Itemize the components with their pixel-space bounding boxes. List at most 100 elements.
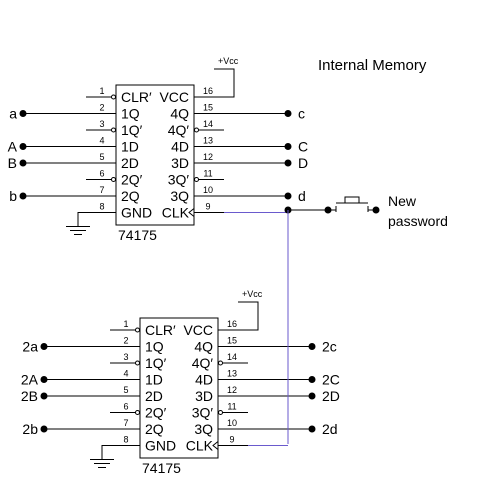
pin-name-13: 4D (171, 139, 189, 155)
pin-name-12: 3D (195, 388, 213, 404)
pin-number-3: 3 (99, 119, 104, 129)
input-label-b: b (9, 188, 17, 204)
pin-number-3: 3 (123, 352, 128, 362)
output-terminal-D (308, 392, 316, 400)
pin-number-8: 8 (99, 202, 104, 212)
input-terminal-A (19, 143, 27, 150)
pin-number-5: 5 (99, 152, 104, 162)
vcc-label: +Vcc (242, 289, 263, 299)
input-terminal-a (40, 343, 48, 350)
output-label-c: c (298, 106, 305, 122)
pin-number-10: 10 (227, 418, 237, 428)
output-label-d: d (298, 188, 306, 204)
pin-name-12: 3D (171, 155, 189, 171)
inversion-bubble-6 (111, 177, 116, 182)
pin-name-2: 1Q (145, 339, 164, 355)
pin-name-7: 2Q (145, 421, 164, 437)
input-label-A: 2A (21, 372, 39, 388)
output-label-C: 2C (322, 372, 340, 388)
input-label-a: a (9, 106, 17, 122)
pin-number-6: 6 (123, 402, 128, 412)
inversion-bubble-14 (194, 127, 199, 133)
output-terminal-C (284, 143, 292, 150)
inversion-bubble-1 (135, 327, 140, 333)
pin-name-5: 2D (145, 388, 163, 404)
output-terminal-d (284, 192, 292, 200)
pin-name-15: 4Q (170, 106, 189, 122)
pin-name-6: 2Q′ (145, 405, 167, 421)
chip-body (115, 84, 195, 226)
pin-name-13: 4D (195, 372, 213, 388)
pin-number-10: 10 (203, 185, 213, 195)
chip-body (139, 317, 219, 459)
pin-number-4: 4 (123, 369, 128, 379)
clock-triangle (212, 441, 219, 450)
diagram-title: Internal Memory (318, 57, 427, 74)
pin-name-16: VCC (183, 322, 213, 338)
ground-wire (77, 212, 86, 227)
pin-name-15: 4Q (194, 339, 213, 355)
input-label-B: B (8, 155, 17, 171)
pin-number-7: 7 (99, 185, 104, 195)
pin-number-4: 4 (99, 136, 104, 146)
pin-number-9: 9 (229, 435, 234, 445)
pin-name-10: 3Q (170, 188, 189, 204)
inversion-bubble-1 (111, 94, 116, 100)
input-terminal-B (40, 392, 48, 400)
output-terminal-c (284, 110, 292, 117)
inversion-bubble-3 (135, 360, 140, 366)
pin-number-12: 12 (227, 385, 237, 395)
clock-network: New password (284, 193, 448, 444)
vcc-wire (218, 301, 259, 331)
input-terminal-b (40, 425, 48, 433)
output-label-D: 2D (322, 388, 340, 404)
output-terminal-c (308, 343, 316, 350)
pin-number-1: 1 (123, 319, 128, 329)
pin-number-16: 16 (227, 319, 237, 329)
pin-number-8: 8 (123, 435, 128, 445)
pin-name-2: 1Q (121, 106, 140, 122)
switch-label-new: New (388, 193, 417, 209)
pin-number-7: 7 (123, 418, 128, 428)
input-label-b: 2b (22, 421, 38, 437)
pin-name-9: CLK (162, 205, 190, 221)
pin-name-3: 1Q′ (145, 355, 167, 371)
input-label-A: A (8, 139, 18, 155)
pin-name-14: 4Q′ (192, 355, 214, 371)
pin-name-7: 2Q (121, 188, 140, 204)
pin-number-11: 11 (203, 169, 212, 179)
push-button-switch[interactable] (328, 196, 376, 212)
pin-number-11: 11 (227, 402, 236, 412)
pin-number-1: 1 (99, 86, 104, 96)
output-terminal-d (308, 425, 316, 433)
pin-name-1: CLR′ (121, 89, 152, 105)
pin-number-16: 16 (203, 86, 213, 96)
pin-name-14: 4Q′ (168, 122, 190, 138)
pin-name-10: 3Q (194, 421, 213, 437)
pin-name-1: CLR′ (145, 322, 176, 338)
input-label-B: 2B (21, 388, 38, 404)
output-terminal-C (308, 376, 316, 383)
vcc-wire (194, 68, 235, 98)
chip-part-number: 74175 (118, 227, 157, 243)
pin-name-11: 3Q′ (168, 172, 190, 188)
clock-triangle (188, 208, 195, 217)
pin-number-6: 6 (99, 169, 104, 179)
pin-name-3: 1Q′ (121, 122, 143, 138)
vcc-label: +Vcc (218, 56, 239, 66)
output-label-c: 2c (322, 339, 337, 355)
pin-name-8: GND (145, 438, 176, 454)
pin-name-6: 2Q′ (121, 172, 143, 188)
pin-name-11: 3Q′ (192, 405, 214, 421)
inversion-bubble-11 (218, 410, 223, 415)
pin-name-8: GND (121, 205, 152, 221)
input-label-a: 2a (22, 339, 38, 355)
output-label-D: D (298, 155, 308, 171)
pin-number-9: 9 (205, 202, 210, 212)
output-terminal-D (284, 159, 292, 167)
switch-label-password: password (388, 213, 448, 229)
pin-number-2: 2 (99, 103, 104, 113)
